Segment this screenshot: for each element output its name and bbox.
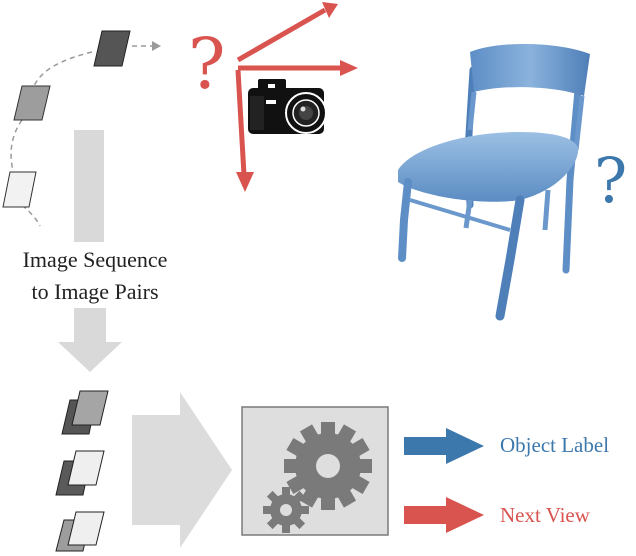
next-view-arrow [404, 497, 484, 533]
object-label-text: Object Label [500, 433, 610, 457]
trajectory-arrowhead [152, 41, 161, 51]
image-pair-2 [55, 450, 105, 496]
sequence-frame-mid [13, 85, 51, 121]
flow-arrow-right [132, 392, 232, 548]
small-gear-icon [263, 487, 309, 533]
chair-icon [398, 43, 590, 321]
sequence-frame-dark [93, 30, 131, 67]
next-view-text: Next View [500, 503, 590, 527]
object-question-mark: ? [594, 144, 627, 217]
image-pair-1 [61, 390, 109, 435]
gears-icon [284, 422, 372, 510]
sequence-label-line1: Image Sequence [22, 247, 168, 272]
flow-arrow-down [58, 308, 122, 372]
camera-question-mark: ? [188, 23, 226, 105]
flow-bar-top [74, 130, 104, 242]
sequence-label-line2: to Image Pairs [31, 279, 159, 304]
sequence-label: Image Sequence to Image Pairs [0, 244, 190, 308]
next-view-directions [235, 2, 358, 192]
object-label-arrow [404, 428, 484, 464]
camera-icon [248, 79, 327, 134]
image-pair-3 [55, 511, 105, 552]
sequence-frame-light [2, 171, 37, 208]
